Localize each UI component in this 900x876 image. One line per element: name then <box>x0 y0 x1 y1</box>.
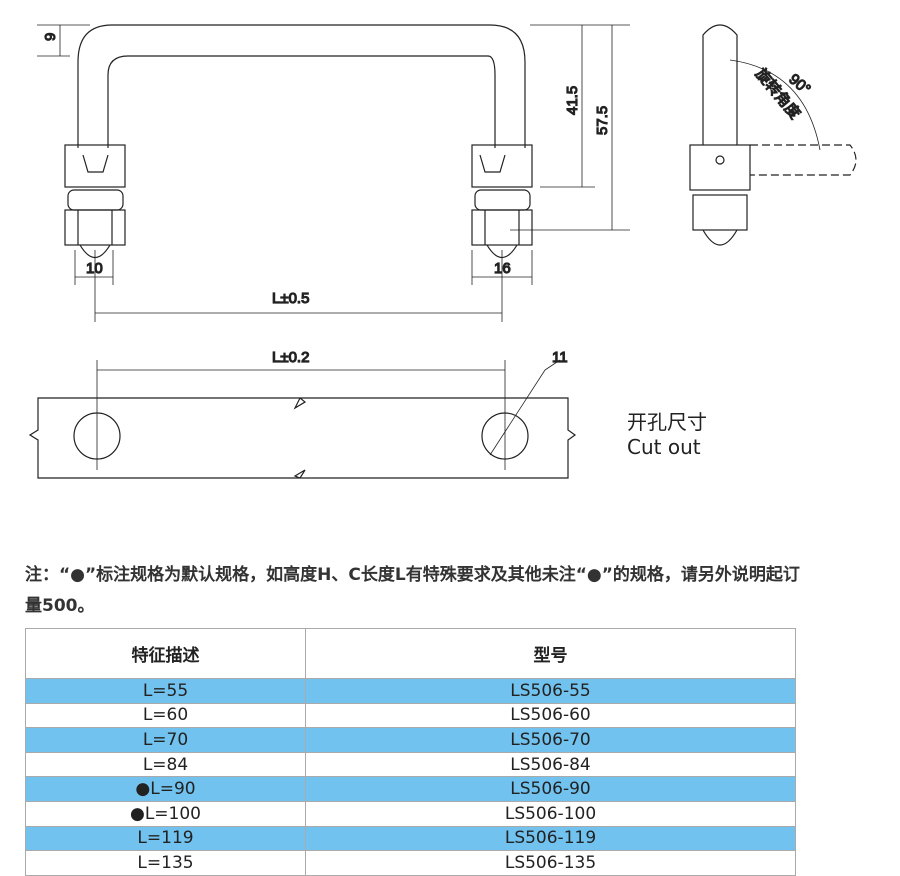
row-model: LS506-84 <box>305 751 796 778</box>
dim-nut-left: 10 <box>86 260 103 277</box>
row-model: LS506-70 <box>305 727 796 753</box>
row-model: LS506-100 <box>305 800 796 827</box>
cutout-view: L±0.2 11 <box>28 348 577 479</box>
dim-height-inner: 41.5 <box>564 86 581 115</box>
row-desc: L=84 <box>25 751 306 778</box>
header-description: 特征描述 <box>25 628 306 679</box>
dim-nut-right: 16 <box>494 260 511 277</box>
order-note: 注：“●”标注规格为默认规格，如高度H、C长度L有特殊要求及其他未注“●”的规格… <box>25 565 800 616</box>
row-desc: ●L=100 <box>25 800 306 827</box>
row-desc: L=70 <box>25 727 306 753</box>
header-model: 型号 <box>305 628 796 679</box>
row-model: LS506-90 <box>305 776 796 802</box>
row-desc: L=60 <box>25 702 306 729</box>
cutout-label: 开孔尺寸 Cut out <box>627 410 707 460</box>
dim-length: L±0.5 <box>272 290 309 307</box>
dim-hole-dia: 11 <box>552 349 568 366</box>
row-desc: L=55 <box>25 678 306 704</box>
row-desc: ●L=90 <box>25 776 306 802</box>
dim-hole-spacing: L±0.2 <box>272 349 309 366</box>
row-model: LS506-60 <box>305 702 796 729</box>
cutout-label-cn: 开孔尺寸 <box>627 410 707 434</box>
row-model: LS506-55 <box>305 678 796 704</box>
row-desc: L=119 <box>25 825 306 852</box>
cutout-label-en: Cut out <box>627 435 701 459</box>
table-header: 特征描述 型号 <box>25 628 796 679</box>
row-desc: L=135 <box>25 850 306 876</box>
row-model: LS506-135 <box>305 850 796 876</box>
technical-drawing: 9 41.5 57.5 10 16 L±0.5 90° 旋转角度 L±0.2 1… <box>28 24 857 479</box>
dim-top-thickness: 9 <box>42 33 59 41</box>
handle-front-view: 9 41.5 57.5 10 16 L±0.5 <box>37 24 630 322</box>
handle-side-view: 90° 旋转角度 <box>689 24 857 246</box>
dim-height-total: 57.5 <box>594 106 611 135</box>
row-model: LS506-119 <box>305 825 796 852</box>
